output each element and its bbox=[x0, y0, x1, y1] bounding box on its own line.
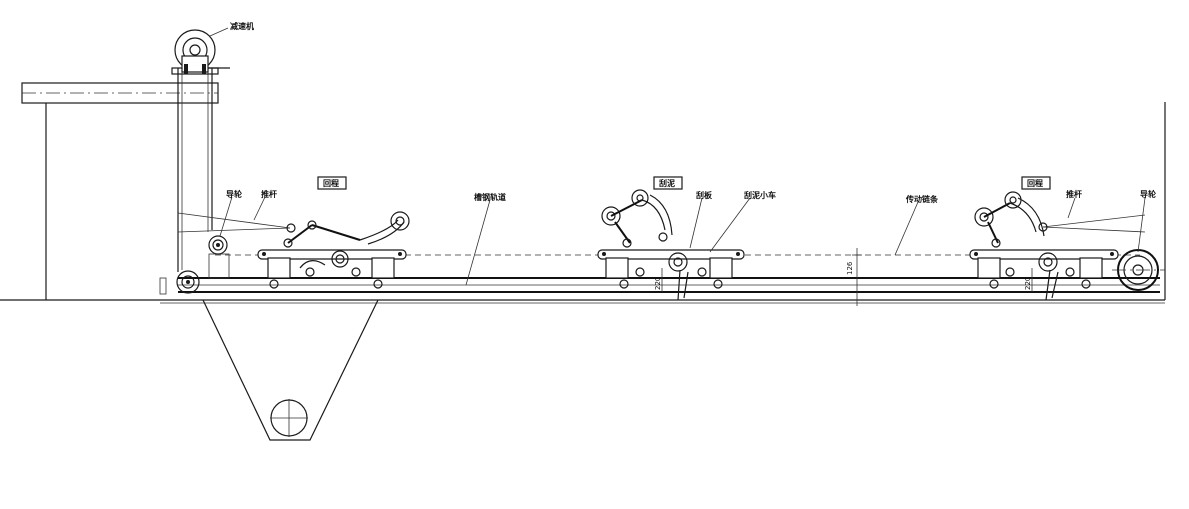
leader-lines bbox=[219, 196, 1146, 286]
push-rod-left-label: 推杆 bbox=[261, 189, 277, 199]
push-rod-left bbox=[177, 212, 296, 233]
dimension-right: 220 bbox=[1024, 268, 1033, 292]
hopper bbox=[202, 299, 379, 441]
state-box-right bbox=[1021, 176, 1051, 190]
left-guide-wheel bbox=[208, 235, 230, 279]
dimension-right-text: 220 bbox=[1024, 277, 1032, 290]
state-label-left: 回程 bbox=[323, 178, 339, 188]
left-structure bbox=[21, 67, 219, 300]
push-rod-right-label: 推杆 bbox=[1066, 189, 1082, 199]
dimension-height-text: 126 bbox=[846, 261, 854, 275]
scraper-label: 刮板 bbox=[696, 190, 713, 200]
trolley-label: 刮泥小车 bbox=[744, 190, 776, 200]
guide-wheel-right-label: 导轮 bbox=[1140, 189, 1156, 199]
dimension-left: 220 bbox=[654, 268, 663, 292]
trolley-mid bbox=[597, 189, 745, 301]
push-rod-right bbox=[1038, 214, 1146, 233]
trolley-left bbox=[257, 211, 410, 289]
reducer bbox=[174, 27, 230, 74]
guide-wheel-left-label: 导轮 bbox=[226, 189, 242, 199]
dimension-height: 126 bbox=[846, 248, 862, 306]
state-box-left bbox=[317, 176, 347, 190]
dimension-left-text: 220 bbox=[654, 277, 662, 290]
reducer-label: 减速机 bbox=[230, 21, 254, 31]
right-end-wheel bbox=[1112, 249, 1165, 291]
chain-label: 传动链条 bbox=[905, 194, 939, 204]
state-box-mid bbox=[653, 176, 683, 190]
left-end-wheel bbox=[176, 270, 200, 294]
track-rails bbox=[178, 277, 1160, 293]
track-label: 槽钢轨道 bbox=[474, 192, 506, 202]
state-label-right: 回程 bbox=[1027, 178, 1043, 188]
trolley-right bbox=[969, 191, 1119, 301]
state-label-mid: 刮泥 bbox=[659, 178, 675, 188]
